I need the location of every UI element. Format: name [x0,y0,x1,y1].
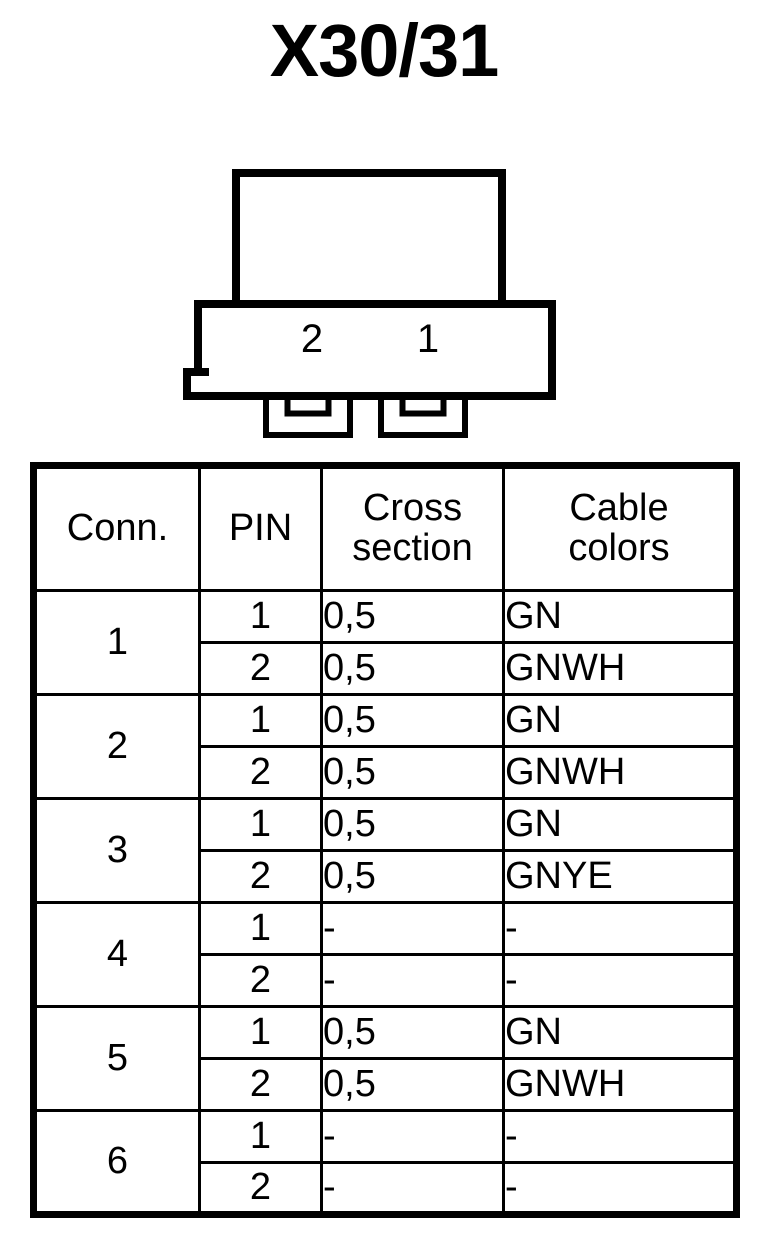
page-title: X30/31 [269,9,500,92]
cell-connector-number: 5 [32,1005,201,1112]
cell-cross-section: - [320,1109,505,1164]
cell-connector-number: 4 [32,901,201,1008]
cell-pin-number: 1 [198,693,323,748]
connector-latch-tab [183,368,209,400]
cell-pin-number: 2 [198,849,323,904]
cell-connector-number: 1 [32,589,201,696]
cell-connector-number: 2 [32,693,201,800]
column-header-cable-colors-line1: Cable [569,487,669,530]
column-header-conn: Conn. [32,464,201,592]
connector-pin-label-2: 2 [300,317,324,361]
cell-cross-section: 0,5 [320,797,505,852]
cell-cross-section: 0,5 [320,693,505,748]
column-header-cable-colors-line2: colors [568,527,670,569]
cell-cross-section: 0,5 [320,745,505,800]
cell-pin-number: 2 [198,745,323,800]
connector-housing-lower [194,300,556,400]
cell-pin-number: 2 [198,953,323,1008]
cell-cross-section: - [320,953,505,1008]
cell-pin-number: 1 [198,589,323,644]
connector-housing-upper [232,169,506,309]
cell-cable-color: GN [502,797,738,852]
cell-pin-number: 2 [198,1057,323,1112]
cell-cable-color: GNYE [502,849,738,904]
table-row: 2-- [34,1161,738,1216]
cell-connector-number: 3 [32,797,201,904]
connector-pin-label-1: 1 [416,317,440,361]
cell-cross-section: 0,5 [320,1005,505,1060]
cell-cable-color: GNWH [502,1057,738,1112]
cell-cross-section: 0,5 [320,589,505,644]
cell-cable-color: GN [502,1005,738,1060]
cell-cross-section: 0,5 [320,849,505,904]
cell-cable-color: GNWH [502,745,738,800]
cell-cross-section: 0,5 [320,1057,505,1112]
cell-pin-number: 1 [198,797,323,852]
cell-cable-color: GN [502,589,738,644]
connector-diagram: 2 1 [0,155,768,438]
column-header-cable-colors: Cable colors [502,464,738,592]
cell-cable-color: - [502,1161,738,1216]
cell-cable-color: GN [502,693,738,748]
cell-pin-number: 1 [198,1005,323,1060]
column-header-cross-section: Cross section [320,464,505,592]
cell-cable-color: GNWH [502,641,738,696]
column-header-pin: PIN [198,464,323,592]
cell-cable-color: - [502,953,738,1008]
cell-cross-section: - [320,901,505,956]
cell-cross-section: - [320,1161,505,1216]
cell-pin-number: 1 [198,901,323,956]
column-header-cross-section-line1: Cross [362,487,463,530]
table-header-row: Conn. PIN Cross section Cable colors [32,464,738,592]
cell-connector-number: 6 [32,1109,201,1216]
cell-pin-number: 1 [198,1109,323,1164]
cell-cable-color: - [502,901,738,956]
table-row: 2-- [34,953,738,1008]
column-header-cross-section-line2: section [352,527,473,569]
cell-pin-number: 2 [198,641,323,696]
cell-cross-section: 0,5 [320,641,505,696]
cell-pin-number: 2 [198,1161,323,1216]
cell-cable-color: - [502,1109,738,1164]
